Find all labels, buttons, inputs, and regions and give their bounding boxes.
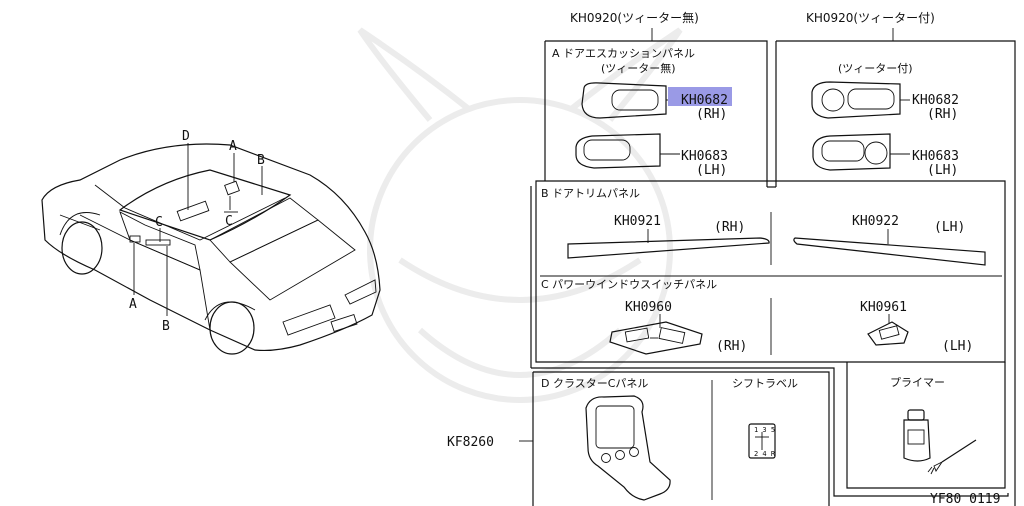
- car-label-b-lower: B: [162, 319, 170, 334]
- part-kh0961: KH0961: [860, 300, 907, 315]
- part-highlight: [668, 87, 732, 106]
- door-trim-rh: [567, 237, 770, 259]
- door-trim-lh: [793, 237, 986, 266]
- part-kh0921: KH0921: [614, 214, 661, 229]
- primer-applicator-icon: [927, 439, 977, 475]
- section-frames: [530, 40, 1016, 506]
- part-kh0683-left: KH0683: [681, 149, 728, 164]
- car-label-c: C: [225, 214, 233, 229]
- side-lh-b: (LH): [934, 220, 965, 235]
- side-rh-left: (RH): [696, 107, 727, 122]
- section-a-subtitle-right: (ツィーター付): [838, 62, 913, 75]
- window-switch-panel-lh: [867, 321, 909, 346]
- side-rh-right: (RH): [927, 107, 958, 122]
- shift-label: [748, 423, 776, 459]
- cluster-c-panel: [585, 395, 671, 501]
- shift-pattern-top: 1 3 5: [754, 426, 775, 434]
- escutcheon-lh-no-tweeter: [575, 133, 680, 169]
- window-switch-panel-rh: [609, 321, 703, 355]
- primer-bottle-icon: [903, 409, 931, 462]
- section-a-title: A ドアエスカッションパネル: [552, 47, 695, 60]
- car-label-c-lower: C: [155, 215, 163, 230]
- part-kh0682-left: KH0682: [681, 93, 728, 108]
- section-c-title: C パワーウインドウスイッチパネル: [541, 278, 717, 291]
- side-rh-b: (RH): [714, 220, 745, 235]
- shift-pattern-bottom: 2 4 R: [754, 450, 776, 458]
- side-lh-left: (LH): [696, 163, 727, 178]
- car-label-d: D: [182, 129, 190, 144]
- part-kh0682-right: KH0682: [912, 93, 959, 108]
- section-a-subtitle-left: (ツィーター無): [601, 61, 676, 75]
- part-kh0922: KH0922: [852, 214, 899, 229]
- car-label-a-lower: A: [129, 297, 137, 312]
- part-kh0960: KH0960: [625, 300, 672, 315]
- section-b-title: B ドアトリムパネル: [541, 187, 640, 200]
- kit-header-with-tweeter: KH0920(ツィーター付): [806, 11, 935, 25]
- side-rh-c: (RH): [716, 339, 747, 354]
- kit-header-no-tweeter: KH0920(ツィーター無): [570, 10, 699, 25]
- car-illustration: [41, 143, 381, 355]
- car-label-a: A: [229, 139, 237, 154]
- section-d-title: D クラスターCパネル: [541, 377, 648, 390]
- part-kf8260: KF8260: [447, 435, 494, 450]
- figure-code: YF80 0119: [930, 492, 1000, 506]
- side-lh-right: (LH): [927, 163, 958, 178]
- part-kh0683-right: KH0683: [912, 149, 959, 164]
- side-lh-c: (LH): [942, 339, 973, 354]
- escutcheon-rh-with-tweeter: [811, 81, 910, 119]
- shift-label-title: シフトラベル: [732, 377, 798, 390]
- primer-title: プライマー: [890, 376, 945, 389]
- car-label-b: B: [257, 153, 265, 168]
- escutcheon-lh-with-tweeter: [812, 133, 910, 171]
